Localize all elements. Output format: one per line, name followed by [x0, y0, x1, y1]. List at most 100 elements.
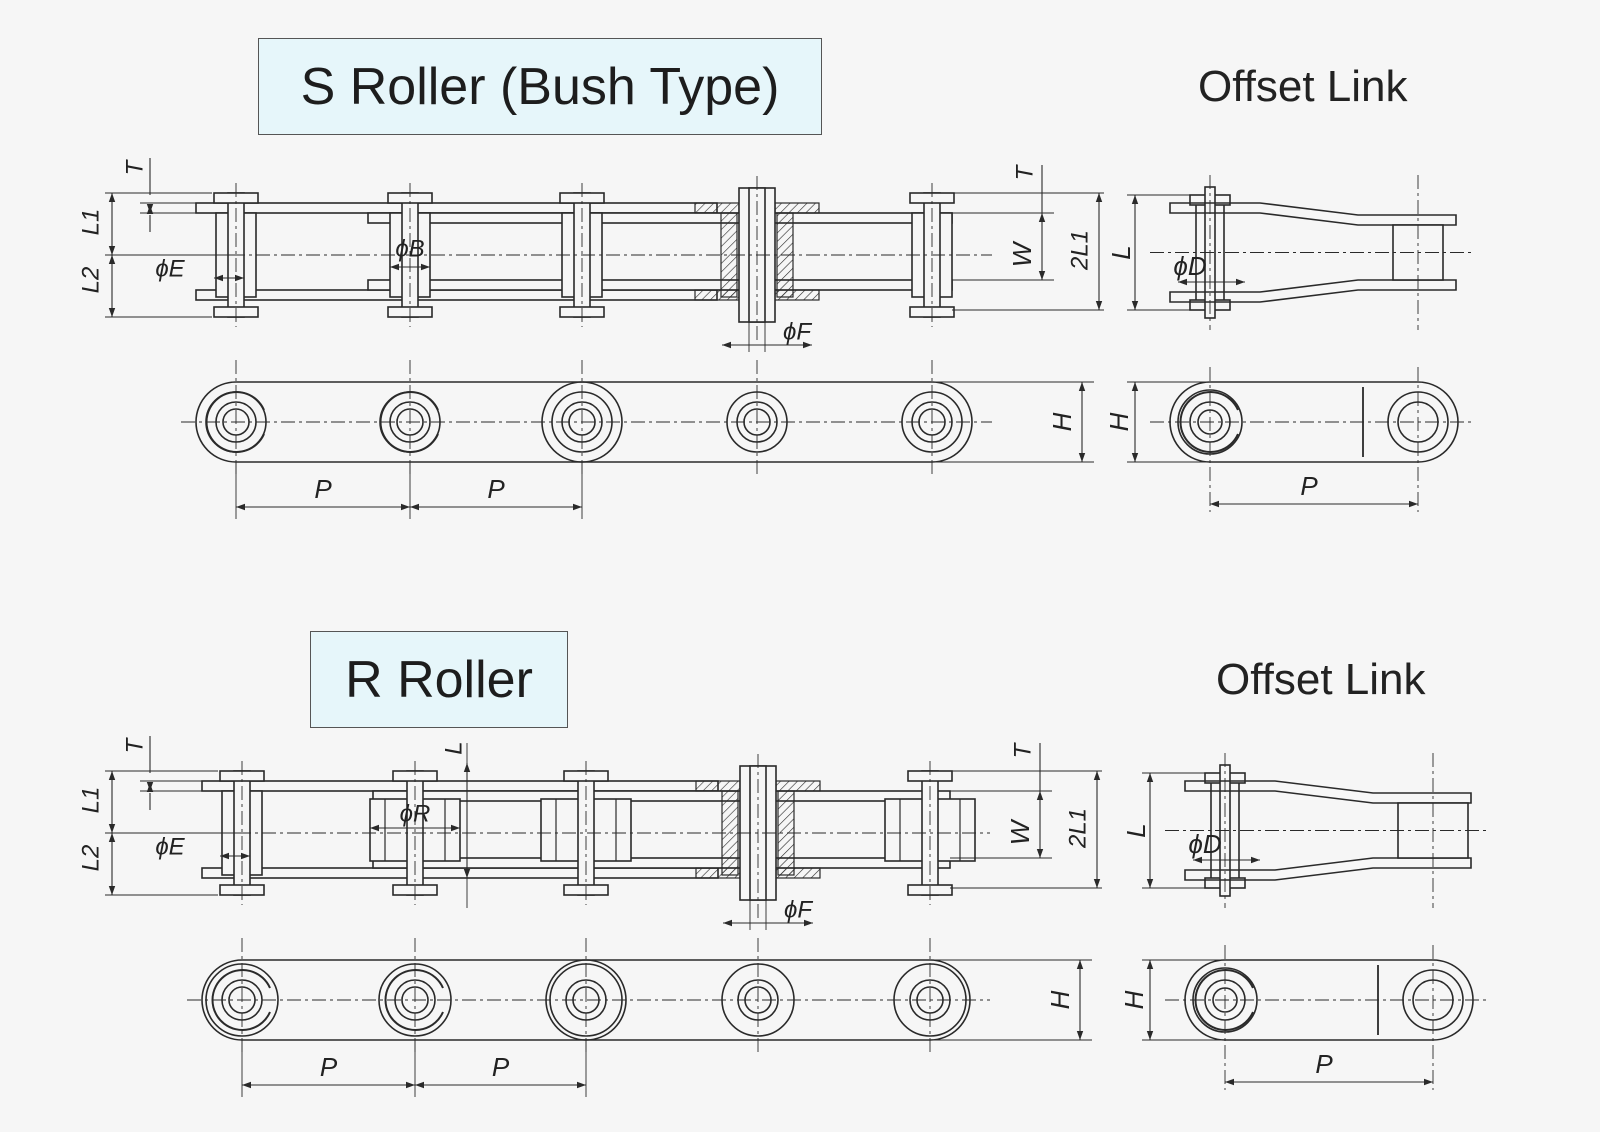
arrow-head: [1146, 879, 1154, 888]
label-l2: L2: [77, 845, 104, 872]
arrow-head: [401, 503, 410, 511]
label-p: P: [320, 1052, 338, 1082]
arrow-head: [108, 246, 116, 255]
arrow-head: [1078, 382, 1086, 391]
arrow-head: [236, 503, 245, 511]
arrow-head: [1036, 849, 1044, 858]
arrow-head: [463, 763, 471, 772]
arrow-head: [410, 503, 419, 511]
arrow-head: [214, 274, 223, 282]
label-h-offset: H: [1104, 412, 1134, 431]
label-phi-f: ϕF: [783, 318, 812, 345]
cotter-pin: [379, 391, 439, 453]
arrow-head: [1095, 301, 1103, 310]
arrow-head: [1146, 960, 1154, 969]
arrow-head: [220, 852, 229, 860]
cotter-pin: [384, 969, 444, 1031]
outer-plate-top: [195, 202, 718, 214]
arrow-head: [108, 824, 116, 833]
inner-plate-bottom: [367, 279, 953, 291]
label-w: W: [1005, 818, 1035, 845]
arrow-head: [1038, 213, 1046, 222]
offset-plate-top: [1169, 202, 1457, 226]
label-h: H: [1047, 412, 1077, 431]
label-phi-e: ϕE: [155, 255, 185, 282]
arrow-head: [1131, 453, 1139, 462]
arrow-head: [235, 274, 244, 282]
label-p: P: [487, 474, 505, 504]
arrow-head: [1036, 791, 1044, 800]
label-w: W: [1007, 240, 1037, 267]
arrow-head: [390, 263, 399, 271]
section-hatch: [774, 202, 820, 214]
label-p-offset: P: [1315, 1049, 1333, 1079]
arrow-head: [1225, 1078, 1234, 1086]
label-l2: L2: [77, 267, 104, 294]
arrow-head: [370, 824, 379, 832]
offset-plate-top: [1184, 780, 1472, 804]
arrow-head: [108, 308, 116, 317]
label-l: L: [1106, 245, 1136, 259]
arrow-head: [463, 869, 471, 878]
outer-plate-bottom: [195, 289, 718, 301]
arrow-head: [722, 341, 731, 349]
inner-plate-top: [372, 790, 951, 802]
section-title-text: R Roller: [345, 650, 533, 709]
section-title-text: S Roller (Bush Type): [300, 57, 780, 116]
section-hatch: [695, 780, 741, 792]
arrow-head: [1131, 195, 1139, 204]
label-p-offset: P: [1300, 471, 1318, 501]
arrow-head: [1093, 879, 1101, 888]
offset-plate-bottom: [1184, 857, 1472, 881]
arrow-head: [146, 783, 154, 792]
inner-plate-bottom: [372, 857, 951, 869]
arrow-head: [242, 1081, 251, 1089]
arrow-head: [421, 263, 430, 271]
label-t: T: [121, 158, 148, 175]
arrow-head: [1424, 1078, 1433, 1086]
label-l1: L1: [77, 209, 104, 236]
section-title-r-roller: R Roller: [310, 631, 568, 728]
arrow-head: [723, 919, 732, 927]
arrow-head: [1146, 773, 1154, 782]
arrow-head: [1093, 771, 1101, 780]
arrow-head: [108, 833, 116, 842]
arrow-head: [1251, 856, 1260, 864]
label-h-offset: H: [1119, 990, 1149, 1009]
arrow-head: [1038, 271, 1046, 280]
outer-plate-bottom: [201, 867, 719, 879]
arrow-head: [1193, 856, 1202, 864]
inner-plate-top: [367, 212, 953, 224]
label-l-roller: L: [440, 741, 467, 754]
arrow-head: [108, 255, 116, 264]
offset-link-title-r: Offset Link: [1216, 655, 1426, 704]
label-2l1: 2L1: [1066, 230, 1093, 271]
label-phi-r: ϕR: [400, 800, 431, 827]
arrow-head: [1131, 301, 1139, 310]
label-t-right: T: [1011, 163, 1038, 180]
arrow-head: [1076, 960, 1084, 969]
offset-plate-bottom: [1169, 279, 1457, 303]
label-l1: L1: [77, 787, 104, 814]
arrow-head: [415, 1081, 424, 1089]
arrow-head: [1131, 382, 1139, 391]
arrow-head: [1210, 500, 1219, 508]
arrow-head: [804, 919, 813, 927]
arrow-head: [803, 341, 812, 349]
arrow-head: [108, 771, 116, 780]
outer-plate-top: [201, 780, 719, 792]
label-t-right: T: [1009, 741, 1036, 758]
arrow-head: [1146, 1031, 1154, 1040]
offset-link-title-s: Offset Link: [1198, 62, 1408, 111]
section-hatch: [775, 780, 821, 792]
arrow-head: [573, 503, 582, 511]
arrow-head: [451, 824, 460, 832]
arrow-head: [146, 205, 154, 214]
